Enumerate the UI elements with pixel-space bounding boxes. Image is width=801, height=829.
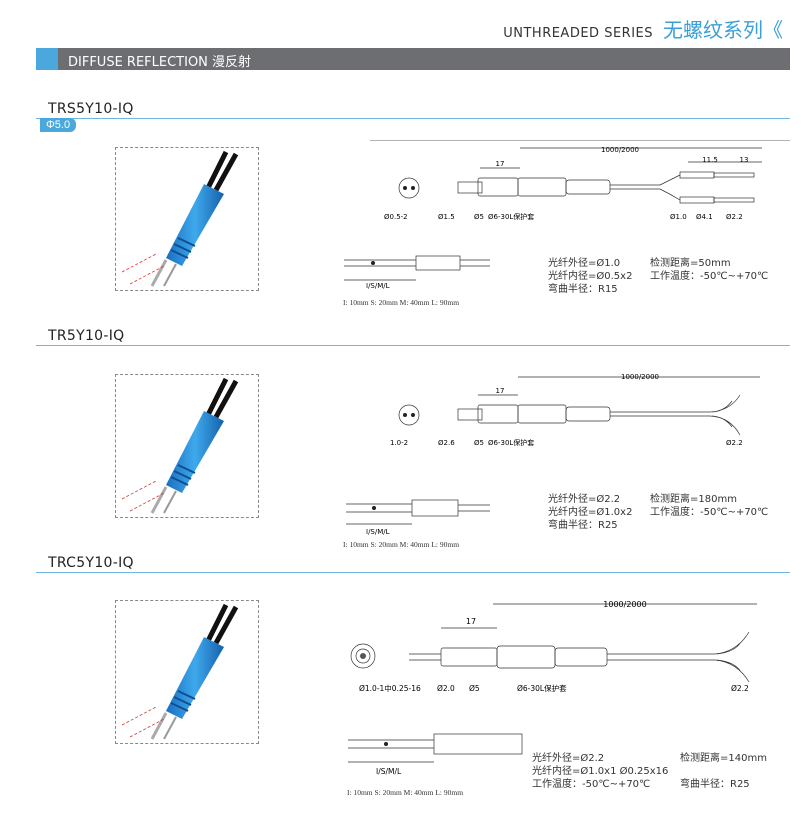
fiber-end-view (398, 177, 420, 199)
dim-head: 1.0-2 (390, 439, 408, 447)
dim-total: 1000/2000 (601, 146, 639, 154)
section-rule (36, 345, 790, 346)
series-title-en: UNTHREADED SERIES (503, 26, 653, 41)
dim-e3: Ø2.2 (726, 439, 743, 447)
category-banner: DIFFUSE REFLECTION 漫反射 (36, 48, 790, 70)
dim-e3: Ø2.2 (726, 213, 743, 221)
fiber-probe-photo (121, 603, 239, 740)
spec-left: 光纤外径=Ø2.2 光纤内径=Ø1.0x2 弯曲半径：R25 (548, 493, 632, 532)
dim-e1: Ø1.0 (670, 213, 687, 221)
fiber-probe-photo (121, 150, 239, 287)
dimension-drawing: 1000/2000 17 11.5 13 Ø0.5-2 Ø1.5 Ø5 Ø6-3… (370, 140, 790, 221)
dim-d1: Ø2.0 (437, 684, 455, 693)
length-code: I/S/M/L (366, 282, 390, 290)
dim-sleeve: Ø6-30L保护套 (488, 438, 534, 447)
dim-head: Ø1.0-1中0.25-16 (359, 683, 421, 693)
dim-17: 17 (496, 387, 505, 395)
spec-inner-diameter: 光纤内径=Ø0.5x2 (548, 271, 633, 282)
product-section-1: TRS5Y10-IQ Φ5.0 (36, 101, 790, 301)
spec-bend-radius: 弯曲半径：R25 (680, 779, 750, 790)
fiber-probe-photo (121, 377, 239, 514)
length-note: I: 10mm S: 20mm M: 40mm L: 90mm (347, 788, 464, 797)
spec-right: 检测距离=50mm 工作温度：-50℃~+70℃ (650, 257, 768, 283)
dim-d1: Ø1.5 (438, 213, 455, 221)
product-section-3: TRC5Y10-IQ (36, 555, 790, 575)
length-note: I: 10mm S: 20mm M: 40mm L: 90mm (343, 540, 460, 549)
diameter-tag: Φ5.0 (40, 118, 77, 132)
dim-d2: Ø5 (474, 439, 484, 447)
section-rule (36, 572, 790, 573)
length-drawing: I/S/M/L (346, 499, 490, 536)
dim-split-a: 11.5 (702, 156, 718, 164)
fiber-ferrule (457, 408, 483, 421)
dim-d2: Ø5 (469, 684, 480, 693)
spec-temperature: 工作温度：-50℃~+70℃ (650, 507, 769, 518)
model-name: TR5Y10-IQ (48, 328, 125, 344)
dim-17: 17 (466, 617, 476, 626)
banner-accent (36, 48, 58, 70)
dim-e2: Ø4.1 (696, 213, 713, 221)
spec-outer-diameter: 光纤外径=Ø2.2 (548, 494, 621, 505)
protective-sleeve (496, 645, 556, 669)
length-code: I/S/M/L (376, 767, 402, 776)
cable-sleeve (554, 647, 608, 667)
spec-detect-distance: 检测距离=180mm (650, 494, 737, 505)
probe-body (477, 177, 519, 197)
dim-head: Ø0.5-2 (384, 213, 408, 221)
spec-outer-diameter: 光纤外径=Ø1.0 (548, 258, 621, 269)
spec-detect-distance: 检测距离=50mm (650, 258, 731, 269)
dimension-drawing: 1000/2000 17 1.0-2 Ø2.6 Ø5 Ø6-30L保护套 Ø2.… (390, 373, 760, 447)
dim-e3: Ø2.2 (731, 684, 749, 693)
fiber-ferrule (457, 181, 483, 194)
banner-title: DIFFUSE REFLECTION 漫反射 (68, 55, 252, 70)
probe-body (477, 404, 519, 424)
series-title-cn: 无螺纹系列《 (663, 18, 783, 42)
dim-sleeve: Ø6-30L保护套 (517, 683, 567, 693)
spec-outer-diameter: 光纤外径=Ø2.2 (532, 753, 605, 764)
product-section-2: TR5Y10-IQ (36, 328, 790, 348)
length-drawing: I/S/M/L (344, 255, 490, 290)
length-code: I/S/M/L (366, 528, 390, 536)
dim-total: 1000/2000 (603, 600, 646, 609)
protective-sleeve (517, 177, 567, 197)
spec-temperature: 工作温度：-50℃~+70℃ (650, 271, 769, 282)
dimension-drawing: 1000/2000 17 Ø1.0-1中0.25-16 Ø2.0 Ø5 Ø6-3… (350, 600, 757, 693)
dim-d1: Ø2.6 (438, 439, 455, 447)
dim-17: 17 (496, 160, 505, 168)
section-rule (36, 118, 790, 119)
model-name: TRS5Y10-IQ (48, 101, 134, 117)
product-photo (115, 600, 259, 744)
dim-sleeve: Ø6-30L保护套 (488, 212, 534, 221)
dim-split-b: 13 (740, 156, 749, 164)
model-name: TRC5Y10-IQ (48, 555, 134, 571)
series-title: UNTHREADED SERIES 无螺纹系列《 (503, 14, 783, 43)
spec-right: 检测距离=180mm 工作温度：-50℃~+70℃ (650, 493, 768, 519)
dim-total: 1000/2000 (621, 373, 659, 381)
protective-sleeve (517, 404, 567, 424)
spec-left: 光纤外径=Ø2.2 光纤内径=Ø1.0x1 Ø0.25x16 工作温度：-50℃… (532, 752, 668, 791)
cable-sleeve (565, 406, 611, 422)
probe-body (440, 647, 498, 667)
fiber-end-view (398, 404, 420, 426)
spec-right: 检测距离=140mm 弯曲半径：R25 (680, 752, 767, 791)
spec-bend-radius: 弯曲半径：R25 (548, 520, 618, 531)
spec-inner-diameter: 光纤内径=Ø1.0x1 Ø0.25x16 (532, 766, 669, 777)
fiber-end-view (350, 643, 376, 669)
product-photo (115, 374, 259, 518)
spec-bend-radius: 弯曲半径：R15 (548, 284, 618, 295)
spec-temperature: 工作温度：-50℃~+70℃ (532, 779, 651, 790)
spec-inner-diameter: 光纤内径=Ø1.0x2 (548, 507, 633, 518)
length-note: I: 10mm S: 20mm M: 40mm L: 90mm (343, 298, 460, 307)
dim-d2: Ø5 (474, 213, 484, 221)
cable-sleeve (565, 179, 611, 195)
spec-detect-distance: 检测距离=140mm (680, 753, 767, 764)
product-photo (115, 147, 259, 291)
length-drawing: I/S/M/L (348, 733, 523, 776)
spec-left: 光纤外径=Ø1.0 光纤内径=Ø0.5x2 弯曲半径：R15 (548, 257, 632, 296)
